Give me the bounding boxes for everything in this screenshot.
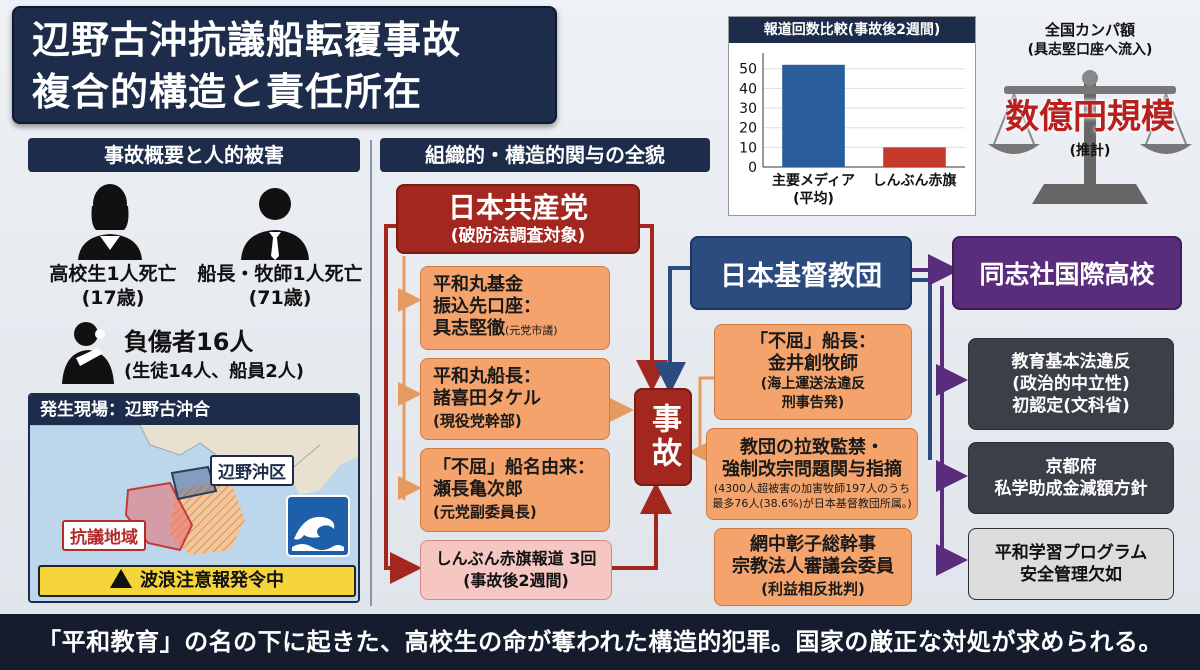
- peace-program-box: 平和学習プログラム 安全管理欠如: [968, 528, 1174, 600]
- balance-scale-icon: [988, 70, 1192, 204]
- abduction-line1: 教団の拉致監禁・: [740, 437, 884, 458]
- left-section-header: 事故概要と人的被害: [28, 138, 360, 172]
- subsidy-line1: 京都府: [1045, 457, 1097, 477]
- fund-note: (元党市議): [505, 324, 558, 337]
- fukutsu-captain-line2: 金井創牧師: [768, 353, 858, 374]
- fukutsu-captain-box: 「不屈」船長： 金井創牧師 (海上運送法違反 刑事告発): [714, 324, 912, 420]
- education-law-box: 教育基本法違反 (政治的中立性) 初認定(文科省): [968, 338, 1174, 430]
- injured-label: 負傷者16人: [124, 328, 254, 356]
- injured-detail: (生徒14人、船員2人): [124, 361, 305, 382]
- warning-icon: [110, 569, 132, 588]
- amanaka-box: 網中彰子総幹事 宗教法人審議会委員 (利益相反批判): [714, 528, 912, 606]
- amanaka-line2: 宗教法人審議会委員: [732, 556, 894, 577]
- chart-bar: [782, 64, 845, 167]
- heiwamaru-line2: 諸喜田タケル: [433, 388, 541, 409]
- accident-box: 事故: [634, 388, 692, 486]
- akahata-line2: (事故後2週間): [463, 571, 569, 590]
- subsidy-line2: 私学助成金減額方針: [994, 479, 1148, 499]
- student-icon: [78, 184, 142, 260]
- map-label-henoko-zone: 辺野沖区: [210, 455, 294, 486]
- title-line2: 複合的構造と責任所在: [32, 70, 423, 114]
- center-section-header: 組織的・構造的関与の全貌: [380, 138, 710, 172]
- fund-account-box: 平和丸基金 振込先口座： 具志堅徹(元党市議): [420, 266, 610, 350]
- column-divider: [370, 140, 372, 606]
- fukutsu-name-line1: 「不屈」船名由来：: [433, 457, 595, 478]
- chart-category-label: (平均): [793, 190, 834, 207]
- victim2-age: (71歳): [248, 287, 312, 309]
- scale-labels: 全国カンパ額 (具志堅口座へ流入): [984, 20, 1196, 60]
- title-banner: 辺野古沖抗議船転覆事故 複合的構造と責任所在: [12, 6, 557, 124]
- map-panel: 発生現場：辺野古沖合 辺野沖区 抗議地域 波浪注意報発令中: [28, 393, 360, 603]
- fukutsu-captain-line4: 刑事告発): [781, 395, 845, 411]
- jcp-box: 日本共産党 (破防法調査対象): [396, 184, 640, 254]
- map-label-protest-area: 抗議地域: [62, 520, 146, 551]
- fund-line3: 具志堅徹: [433, 318, 505, 339]
- doshisha-box: 同志社国際高校: [952, 236, 1182, 310]
- accident-label: 事故: [646, 403, 681, 471]
- fukutsu-name-line3: (元党副委員長): [433, 503, 537, 521]
- amanaka-line3: (利益相反批判): [761, 580, 865, 598]
- jcp-subtitle: (破防法調査対象): [450, 226, 586, 246]
- fukutsu-name-box: 「不屈」船名由来： 瀬長亀次郎 (元党副委員長): [420, 448, 610, 532]
- kyodan-label: 日本基督教団: [720, 260, 882, 292]
- scale-label2: (具志堅口座へ流入): [1027, 42, 1153, 58]
- chart-y-tick-label: 40: [739, 81, 757, 97]
- chart-category-label: 主要メディア: [772, 172, 855, 189]
- victim1-age: (17歳): [81, 287, 145, 309]
- kyodan-box: 日本基督教団: [690, 236, 912, 310]
- captain-icon: [241, 188, 309, 260]
- wave-warning-banner: 波浪注意報発令中: [38, 565, 356, 597]
- donation-amount: 数億円規模: [1005, 97, 1175, 137]
- amanaka-line1: 網中彰子総幹事: [750, 534, 876, 555]
- abduction-line4: 最多76人(38.6%)が日本基督教団所属。): [712, 497, 912, 510]
- heiwamaru-line1: 平和丸船長：: [433, 366, 541, 387]
- coverage-chart-panel: 報道回数比較(事故後2週間) 0 10 20 30 40 50 主要メディア(平均) しんぶん…: [728, 16, 976, 216]
- title-line1: 辺野古沖抗議船転覆事故: [32, 18, 462, 62]
- victim2-label: 船長・牧師1人死亡: [197, 263, 363, 285]
- fund-line1: 平和丸基金: [433, 274, 523, 295]
- fukutsu-name-line2: 瀬長亀次郎: [433, 479, 523, 500]
- chart-bar: [883, 147, 946, 167]
- chart-y-tick-label: 0: [748, 160, 757, 176]
- chart-y-tick-label: 10: [739, 140, 757, 156]
- chart-y-tick-label: 20: [739, 121, 757, 137]
- victim1-label: 高校生1人死亡: [49, 263, 177, 285]
- fukutsu-captain-line1: 「不屈」船長：: [750, 331, 876, 352]
- heiwamaru-line3: (現役党幹部): [433, 412, 522, 430]
- education-law-line2: (政治的中立性): [1012, 374, 1130, 394]
- injured-icon: [62, 322, 114, 384]
- chart-y-tick-label: 30: [739, 101, 757, 117]
- peace-program-line2: 安全管理欠如: [1020, 565, 1122, 585]
- abduction-line2: 強制改宗問題関与指摘: [722, 459, 902, 480]
- coverage-bar-chart: 0 10 20 30 40 50 主要メディア(平均) しんぶん赤旗: [739, 53, 965, 207]
- heiwamaru-captain-box: 平和丸船長： 諸喜田タケル (現役党幹部): [420, 358, 610, 440]
- map-header: 発生現場：辺野古沖合: [30, 395, 358, 425]
- jcp-title: 日本共産党: [447, 191, 588, 224]
- fund-line2: 振込先口座：: [433, 296, 541, 317]
- kyodan-abduction-box: 教団の拉致監禁・ 強制改宗問題関与指摘 (4300人超被害の加害牧師197人のう…: [706, 428, 918, 520]
- peace-program-line1: 平和学習プログラム: [994, 543, 1148, 563]
- scale-label1: 全国カンパ額: [1044, 21, 1135, 39]
- fukutsu-captain-line3: (海上運送法違反: [760, 376, 866, 392]
- donation-note: (推計): [1069, 143, 1111, 159]
- chart-title: 報道回数比較(事故後2週間): [729, 17, 975, 43]
- akahata-line1: しんぶん赤旗報道 3回: [435, 549, 597, 568]
- doshisha-label: 同志社国際高校: [979, 260, 1155, 289]
- tsunami-wave-icon: [286, 495, 350, 557]
- footer-banner: 「平和教育」の名の下に起きた、高校生の命が奪われた構造的犯罪。国家の厳正な対処が…: [0, 614, 1200, 670]
- chart-y-tick-label: 50: [739, 62, 757, 78]
- abduction-line3: (4300人超被害の加害牧師197人のうち: [713, 482, 911, 495]
- subsidy-box: 京都府 私学助成金減額方針: [968, 442, 1174, 514]
- chart-category-label: しんぶん赤旗: [873, 172, 957, 189]
- wave-warning-text: 波浪注意報発令中: [140, 570, 284, 591]
- education-law-line1: 教育基本法違反: [1011, 352, 1131, 372]
- education-law-line3: 初認定(文科省): [1012, 396, 1130, 416]
- akahata-report-box: しんぶん赤旗報道 3回 (事故後2週間): [420, 540, 612, 600]
